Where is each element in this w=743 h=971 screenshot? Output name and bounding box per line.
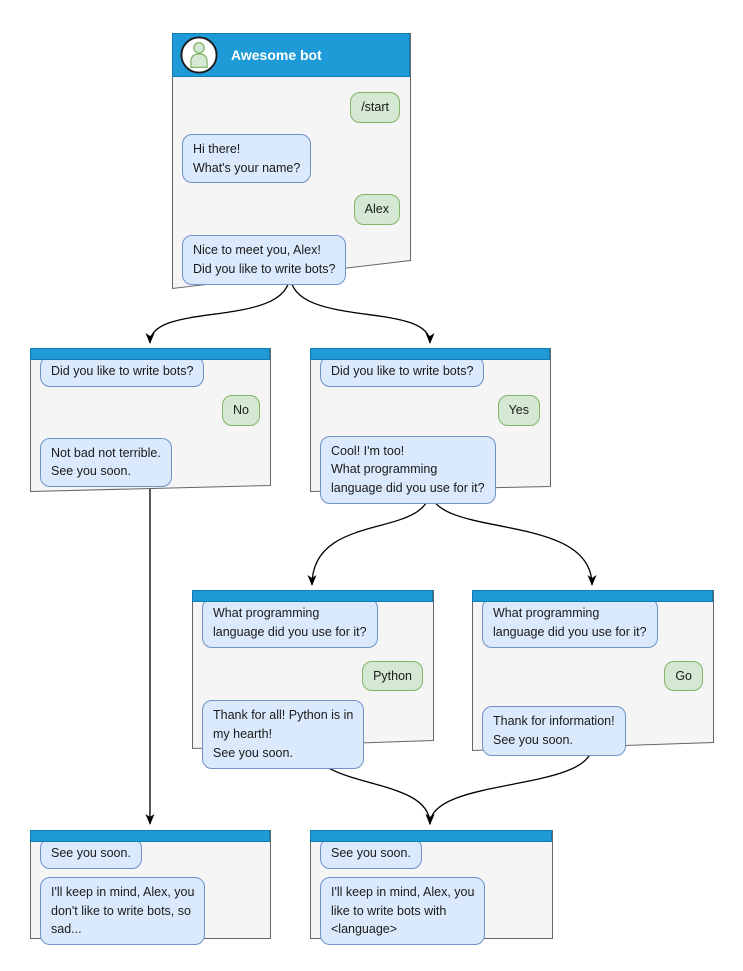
chat-body: See you soon. I'll keep in mind, Alex, y…	[30, 838, 270, 945]
chat-body: /start Hi there! What's your name? Alex …	[172, 77, 410, 285]
chat-body: See you soon. I'll keep in mind, Alex, y…	[310, 838, 552, 945]
bot-message-bubble: Cool! I'm too! What programming language…	[320, 435, 496, 504]
bot-message-bubble: Did you like to write bots?	[320, 356, 485, 387]
bot-message-bubble: See you soon.	[40, 838, 142, 869]
user-message-bubble: Yes	[497, 394, 540, 426]
user-message-bubble: Alex	[353, 194, 400, 225]
chat-header	[472, 590, 713, 602]
chat-window-branch-no: Did you like to write bots? No Not bad n…	[30, 348, 271, 493]
arrow-go-to-end	[425, 745, 593, 825]
chat-body: What programming language did you use fo…	[192, 598, 433, 769]
chat-header	[30, 348, 270, 360]
chat-window-branch-yes: Did you like to write bots? Yes Cool! I'…	[310, 348, 551, 504]
user-message-bubble: Python	[362, 660, 423, 692]
chat-header	[192, 590, 433, 602]
bot-message-bubble: I'll keep in mind, Alex, you don't like …	[40, 876, 206, 945]
bot-message-bubble: Hi there! What's your name?	[182, 133, 312, 184]
chat-title: Awesome bot	[231, 47, 322, 63]
chat-body: Did you like to write bots? No Not bad n…	[30, 356, 270, 487]
chat-window-end-no: See you soon. I'll keep in mind, Alex, y…	[30, 830, 271, 945]
chat-header	[310, 348, 550, 360]
bot-message-bubble: What programming language did you use fo…	[482, 598, 658, 648]
chat-body: Did you like to write bots? Yes Cool! I'…	[310, 356, 550, 504]
person-icon	[180, 36, 218, 74]
bot-message-bubble: What programming language did you use fo…	[202, 598, 378, 648]
bot-message-bubble: See you soon.	[320, 838, 422, 869]
bot-message-bubble: Thank for all! Python is in my hearth! S…	[202, 700, 365, 769]
chat-window-awesome-bot: Awesome bot /start Hi there! What's your…	[172, 33, 411, 290]
bot-message-bubble: Thank for information! See you soon.	[482, 706, 626, 756]
bot-message-bubble: Did you like to write bots?	[40, 356, 205, 387]
chat-header: Awesome bot	[172, 33, 410, 77]
chat-body: What programming language did you use fo…	[472, 598, 713, 756]
chat-window-branch-go: What programming language did you use fo…	[472, 590, 714, 756]
user-message-bubble: /start	[350, 92, 400, 123]
bot-message-bubble: Not bad not terrible. See you soon.	[40, 437, 172, 487]
user-message-bubble: Go	[664, 660, 703, 692]
bot-message-bubble: Nice to meet you, Alex! Did you like to …	[182, 235, 347, 285]
user-message-bubble: No	[222, 394, 260, 426]
chat-header	[30, 830, 270, 842]
chat-window-branch-python: What programming language did you use fo…	[192, 590, 434, 769]
bot-message-bubble: I'll keep in mind, Alex, you like to wri…	[320, 876, 486, 945]
chat-window-end-yes: See you soon. I'll keep in mind, Alex, y…	[310, 830, 553, 945]
chat-header	[310, 830, 552, 842]
